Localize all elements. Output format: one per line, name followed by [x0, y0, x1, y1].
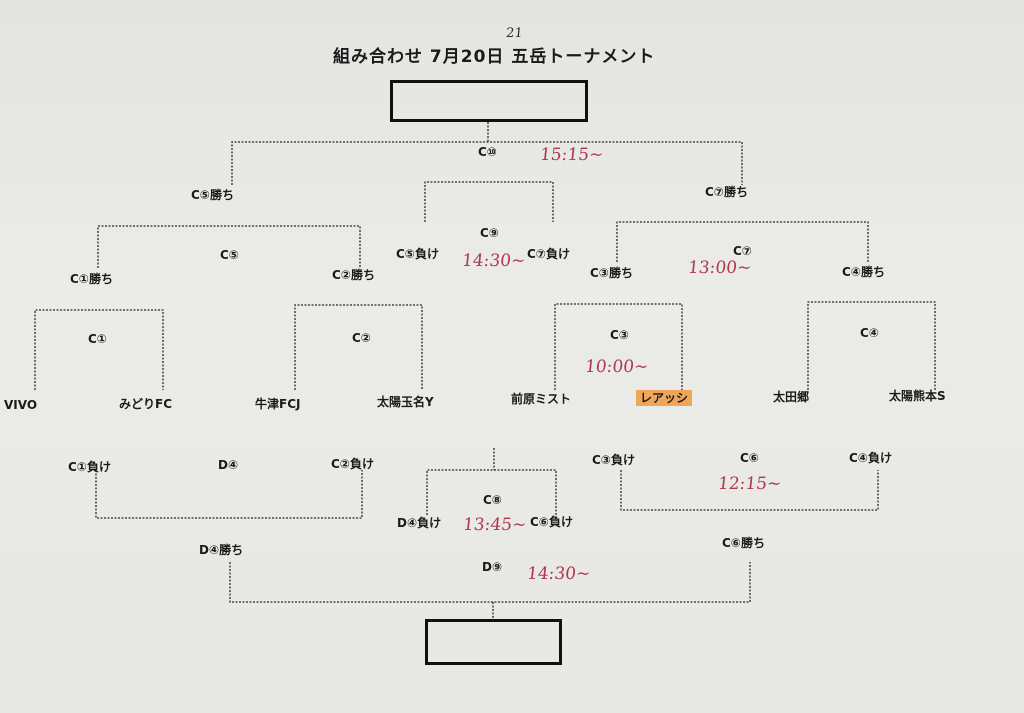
team-ootago: 太田郷: [773, 390, 810, 404]
page-title: 組み合わせ 7月20日 五岳トーナメント: [333, 47, 656, 67]
date-correction: 21: [505, 26, 524, 41]
slot-c6-loser: C⑥負け: [530, 515, 573, 529]
match-label-c10: C⑩: [478, 145, 497, 159]
team-ushizu-fcj: 牛津FCJ: [255, 397, 301, 411]
slot-d4-loser: D④負け: [397, 516, 442, 530]
slot-c2-loser: C②負け: [331, 457, 374, 471]
team-taiyo-kumamoto-s: 太陽熊本S: [889, 389, 946, 403]
slot-c6-winner: C⑥勝ち: [722, 536, 765, 550]
lower-winner-box: [425, 619, 562, 665]
team-midori-fc: みどりFC: [119, 397, 173, 411]
match-label-d4: D④: [218, 458, 239, 472]
time-c7: 13:00~: [686, 258, 753, 278]
team-taiyo-tamana-y: 太陽玉名Y: [377, 395, 434, 409]
slot-c3-loser: C③負け: [592, 453, 635, 467]
slot-c1-loser: C①負け: [68, 460, 111, 474]
slot-d4-winner: D④勝ち: [199, 543, 244, 557]
match-label-d9: D⑨: [482, 560, 503, 574]
match-label-c2: C②: [352, 331, 371, 345]
slot-c5-winner: C⑤勝ち: [191, 188, 234, 202]
team-vivo: VIVO: [4, 398, 38, 412]
slot-c5-loser: C⑤負け: [396, 247, 439, 261]
slot-c3-winner: C③勝ち: [590, 266, 633, 280]
slot-c1-winner: C①勝ち: [70, 272, 113, 286]
slot-c7-winner: C⑦勝ち: [705, 185, 748, 199]
time-c3: 10:00~: [583, 357, 650, 377]
match-label-c9: C⑨: [480, 226, 499, 240]
time-c10: 15:15~: [538, 145, 605, 165]
time-c9: 14:30~: [460, 251, 527, 271]
champion-box: [390, 80, 588, 122]
time-c6: 12:15~: [716, 474, 783, 494]
slot-c4-winner: C④勝ち: [842, 265, 885, 279]
match-label-c3: C③: [610, 328, 629, 342]
match-label-c7: C⑦: [733, 244, 752, 258]
match-label-c8: C⑧: [483, 493, 502, 507]
slot-c7-loser: C⑦負け: [527, 247, 570, 261]
team-reassi: レアッシ: [636, 390, 693, 406]
team-maebaru-mist: 前原ミスト: [511, 392, 572, 406]
time-c8: 13:45~: [461, 515, 528, 535]
match-label-c1: C①: [88, 332, 107, 346]
time-d9: 14:30~: [525, 564, 592, 584]
match-label-c4: C④: [860, 326, 879, 340]
slot-c2-winner: C②勝ち: [332, 268, 375, 282]
slot-c4-loser: C④負け: [849, 451, 892, 465]
match-label-c6: C⑥: [740, 451, 759, 465]
match-label-c5: C⑤: [220, 248, 239, 262]
